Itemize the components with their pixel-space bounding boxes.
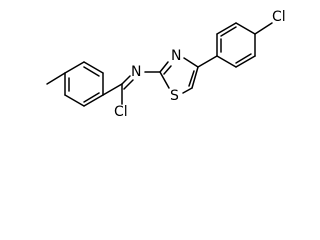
bond: [159, 71, 170, 89]
sulfur-label: S: [170, 88, 179, 104]
tolyl-ring: [46, 61, 104, 107]
bond: [163, 65, 172, 75]
bond: [46, 72, 66, 85]
bond: [220, 26, 237, 37]
bond: [235, 53, 252, 64]
ring-nitrogen-label: N: [171, 48, 181, 64]
bond: [83, 61, 104, 74]
bond: [83, 92, 100, 103]
bond: [216, 55, 237, 68]
chlorine-top-label: Cl: [272, 9, 286, 25]
chlorine-bottom-label: Cl: [114, 104, 128, 120]
bond: [64, 94, 85, 107]
bond: [123, 79, 134, 90]
bond: [182, 87, 193, 94]
imine-nitrogen-label: N: [131, 64, 141, 80]
bond: [121, 75, 131, 85]
thiazole-ring: [159, 57, 199, 94]
imidoyl-group: [102, 71, 161, 105]
chlorophenyl-ring: [197, 22, 273, 68]
bond: [254, 22, 273, 35]
chemical-structure: N S N Cl Cl: [46, 9, 286, 120]
bond: [183, 57, 199, 68]
bond: [197, 55, 218, 68]
bond: [216, 22, 237, 35]
bond: [235, 55, 256, 68]
bond: [191, 66, 199, 89]
bond: [235, 22, 256, 35]
bond: [188, 70, 195, 87]
bond: [64, 61, 85, 74]
bond: [102, 83, 123, 96]
bond: [159, 61, 169, 73]
bond: [83, 94, 104, 107]
bond: [83, 66, 100, 77]
